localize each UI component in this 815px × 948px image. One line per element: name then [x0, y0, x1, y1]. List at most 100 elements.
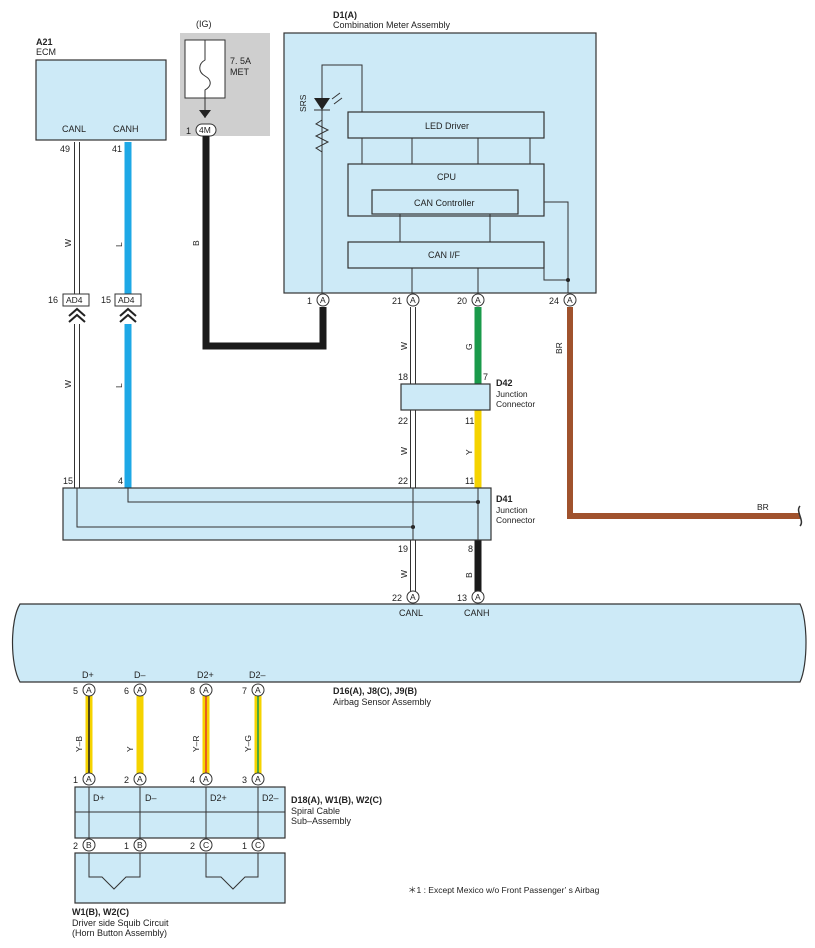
d42-pin-18: 18	[398, 372, 408, 382]
sp-pin-2: 2	[124, 775, 129, 785]
d41-pin-4: 4	[118, 476, 123, 486]
wire-fuse-b	[202, 136, 327, 350]
ab-pin-22: 22	[392, 593, 402, 603]
ad4-pin-15: 15	[101, 295, 111, 305]
ab-d2minus-label: D2–	[249, 670, 266, 680]
ab-canl-label: CANL	[399, 608, 423, 618]
wire-label-w1: W	[63, 239, 73, 247]
wire-label-w5: W	[399, 570, 409, 578]
can-controller-label: CAN Controller	[414, 198, 475, 208]
sp-pin-3: 3	[242, 775, 247, 785]
wire-label-l2: L	[114, 383, 124, 388]
ab-pin-6: 6	[124, 686, 129, 696]
meter-pin-24: 24	[549, 296, 559, 306]
can-if-label: CAN I/F	[428, 250, 461, 260]
srs-led-icon	[314, 98, 330, 110]
ecm-name: ECM	[36, 47, 56, 57]
ab-pin-7-conn: A	[255, 685, 261, 695]
sp-dplus-label: D+	[93, 793, 105, 803]
ad4-chevron-right-icon	[119, 307, 137, 323]
d42-pin-11: 11	[465, 416, 474, 426]
fuse-symbol	[199, 40, 211, 98]
sp-id: D18(A), W1(B), W2(C)	[291, 795, 382, 805]
sp-pin-1: 1	[73, 775, 78, 785]
ecm-module: A21 ECM CANL CANH 49 41	[35, 37, 167, 154]
ab-pin-6-conn: A	[137, 685, 143, 695]
wire-label-l1: L	[114, 242, 124, 247]
squib-left-icon	[88, 853, 141, 890]
wire-label-w3: W	[399, 342, 409, 350]
srs-resistor-icon	[314, 119, 330, 153]
ab-dminus-label: D–	[134, 670, 146, 680]
wire-label-w2: W	[63, 380, 73, 388]
ecm-id: A21	[36, 37, 53, 47]
sq-pin-2b: 2	[73, 841, 78, 851]
d42-pin-22: 22	[398, 416, 408, 426]
ab-id: D16(A), J8(C), J9(B)	[333, 686, 417, 696]
led-driver-label: LED Driver	[425, 121, 469, 131]
sp-pin-1-conn: A	[86, 774, 92, 784]
ecm-pin-41: 41	[112, 144, 122, 154]
ab-pin-13-conn: A	[475, 592, 481, 602]
sq-line2: (Horn Button Assembly)	[72, 928, 167, 938]
ab-d2plus-label: D2+	[197, 670, 214, 680]
sp-d2minus-label: D2–	[262, 793, 279, 803]
d41-pin-19: 19	[398, 544, 408, 554]
d41-pin-22: 22	[398, 476, 408, 486]
wire-label-y1: Y	[464, 449, 474, 455]
cpu-label: CPU	[437, 172, 456, 182]
sq-pin-2c-conn: C	[203, 840, 209, 850]
meter-pin-24-conn: A	[567, 295, 573, 305]
meter-module: D1(A) Combination Meter Assembly SRS LED…	[283, 10, 597, 294]
fuse-connector-label: 4M	[199, 125, 211, 135]
sp-pin-2-conn: A	[137, 774, 143, 784]
d42-id: D42	[496, 378, 513, 388]
fuse-pin: 1	[186, 126, 191, 136]
d42-pin-7: 7	[483, 372, 488, 382]
wire-label-g: G	[464, 343, 474, 350]
meter-pins: 1 A 21 A 20 A 24 A	[307, 293, 577, 307]
d41-connector: 15 4 22 11 19 8 D41 Junction Connector	[62, 476, 535, 554]
ab-name: Airbag Sensor Assembly	[333, 697, 432, 707]
d41-line1: Junction	[496, 505, 528, 515]
d41-line2: Connector	[496, 515, 535, 525]
meter-pin-20: 20	[457, 296, 467, 306]
sp-pin-3-conn: A	[255, 774, 261, 784]
ad4-chevron-left-icon	[68, 307, 86, 323]
squib-module: 2 B 1 B 2 C 1 C W1(B), W2(C) Driver side…	[72, 838, 286, 938]
ecm-canl-label: CANL	[62, 124, 86, 134]
d42-line1: Junction	[496, 389, 528, 399]
can-if-block	[347, 241, 545, 269]
ab-canh-label: CANH	[464, 608, 490, 618]
meter-pin-20-conn: A	[475, 295, 481, 305]
ab-dplus-label: D+	[82, 670, 94, 680]
meter-pin-1: 1	[307, 296, 312, 306]
ecm-canh-label: CANH	[113, 124, 139, 134]
fuse-ig-label: (IG)	[196, 19, 212, 29]
meter-pin-1-conn: A	[320, 295, 326, 305]
ab-pin-8: 8	[190, 686, 195, 696]
wires	[74, 136, 803, 774]
sp-line1: Spiral Cable	[291, 806, 340, 816]
sq-line1: Driver side Squib Circuit	[72, 918, 169, 928]
wire-label-yr: Y–R	[191, 735, 201, 752]
meter-pin-21-conn: A	[410, 295, 416, 305]
d41-pin-11: 11	[465, 476, 474, 486]
ab-pin-5: 5	[73, 686, 78, 696]
sp-dminus-label: D–	[145, 793, 157, 803]
wire-label-w4: W	[399, 447, 409, 455]
meter-name: Combination Meter Assembly	[333, 20, 451, 30]
wire-label-y2: Y	[125, 746, 135, 752]
meter-id: D1(A)	[333, 10, 357, 20]
wire-labels: W L W L B W G W Y W B BR BR Y–B Y Y–R Y–…	[63, 239, 769, 752]
sq-pin-1c: 1	[242, 841, 247, 851]
ad4-right-label: AD4	[118, 295, 135, 305]
ab-pin-8-conn: A	[203, 685, 209, 695]
wire-label-b2: B	[464, 572, 474, 578]
ad4-pin-16: 16	[48, 295, 58, 305]
wire-label-yb: Y–B	[74, 736, 84, 752]
can-controller-block	[371, 189, 519, 215]
airbag-module: 22 A 13 A CANL CANH D+ D– D2+ D2– 5 A 6 …	[11, 590, 807, 707]
meter-pin-21: 21	[392, 296, 402, 306]
